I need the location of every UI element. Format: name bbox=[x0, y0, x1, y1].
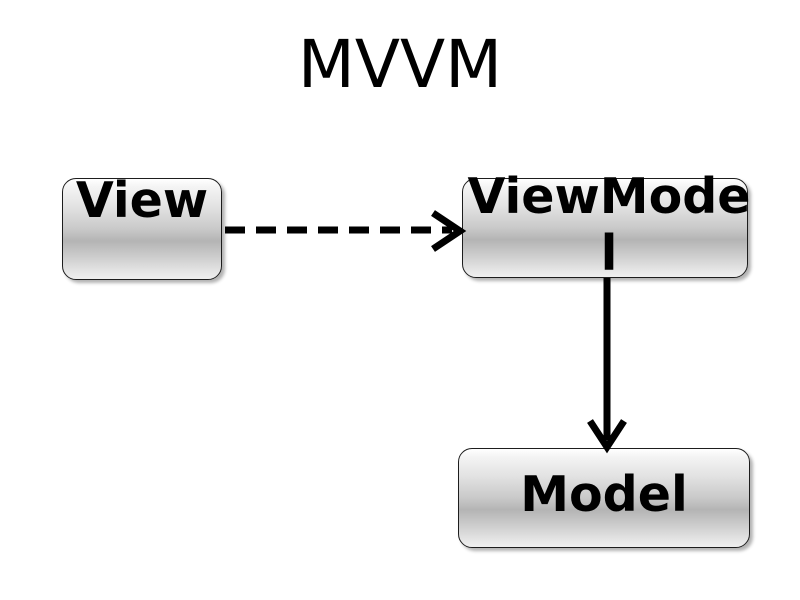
connector-view-to-viewmodel[interactable] bbox=[225, 210, 467, 252]
node-model[interactable] bbox=[458, 448, 750, 548]
connector-viewmodel-to-model[interactable] bbox=[587, 278, 627, 454]
arrowhead-right-icon bbox=[431, 210, 467, 252]
page-title: MVVM bbox=[297, 26, 503, 103]
node-view[interactable] bbox=[62, 178, 222, 280]
node-viewmodel[interactable] bbox=[462, 178, 748, 278]
arrowhead-down-icon bbox=[587, 419, 627, 454]
